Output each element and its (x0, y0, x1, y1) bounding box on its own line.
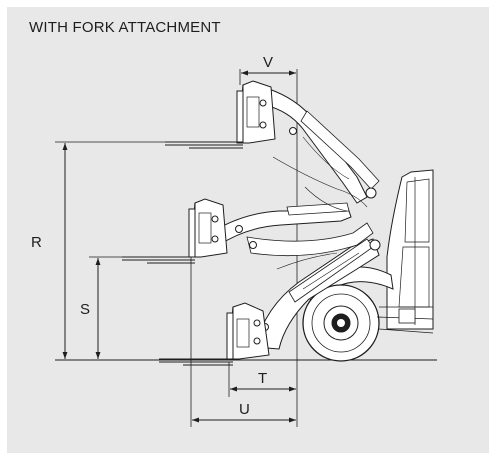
dimension-t-label: T (258, 370, 267, 387)
fork-carriage-middle (188, 198, 228, 258)
dimension-r-label: R (31, 234, 42, 251)
loader-arm-upper (254, 88, 380, 204)
fork-attachment-diagram: R S T U V (31, 54, 437, 427)
front-wheel (302, 284, 380, 362)
fork-tines-upper (165, 141, 243, 149)
fork-tines-middle (122, 256, 195, 264)
linkage-lines (272, 156, 368, 270)
dimension-s-label: S (80, 301, 90, 318)
dimension-u-label: U (239, 401, 250, 418)
dimension-lines (62, 70, 296, 423)
fork-carriage-upper (236, 80, 276, 144)
dimension-v-label: V (263, 54, 273, 71)
diagram-title: WITH FORK ATTACHMENT (29, 19, 221, 36)
loader-arm-lower (254, 238, 381, 350)
fork-tines-lower (159, 358, 233, 366)
fork-carriage-lower (226, 302, 270, 360)
tractor (302, 169, 434, 362)
loader-arm-middle (211, 202, 374, 257)
diagram-panel: WITH FORK ATTACHMENT R S (7, 7, 489, 453)
